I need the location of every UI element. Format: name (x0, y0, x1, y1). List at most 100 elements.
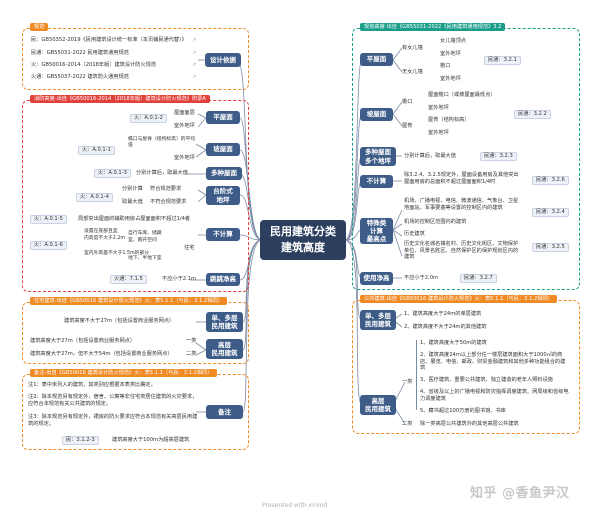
plan-special-item: 机场的控制区范围内的建筑 (404, 219, 467, 225)
plan-slope-item: 屋面檐口（或坡屋面最低点） (428, 92, 496, 98)
fire-flat-item: 室外地坪 (174, 123, 195, 129)
link-icon: ↗ (192, 50, 197, 56)
fire-height-item: 不应小于2.1m (162, 276, 197, 282)
spec-item-3: 火：GB50016-2014（2018年版）建筑设计防火规范 (31, 62, 156, 68)
fire-notcount-item: 设置在底部且室 (84, 229, 118, 234)
residential-low-node[interactable]: 单、多层 民用建筑 (206, 312, 243, 332)
plan-slope-item: 室外地坪 (428, 105, 449, 111)
residential-high-node[interactable]: 高层 民用建筑 (206, 339, 243, 359)
residential-high-item: 建筑高度大于27m，但不大于54m（包括设置商业服务网点） (30, 351, 173, 357)
public-group-tag: 公共建筑-出自《GB50016 建筑设计防火规范》火：表5.1.1（与民：3.1… (360, 295, 557, 303)
fire-flat-node[interactable]: 平屋面 (206, 111, 240, 124)
fire-notcount-item: 住宅 (184, 245, 195, 251)
plan-slope-item: 屋脊（结构标高） (428, 117, 470, 123)
plan-notcount-node[interactable]: 不计算 (360, 175, 393, 188)
plan-slope-item: 屋脊 (402, 123, 413, 129)
fire-terrace-ref: 火：A.0.1-4 (76, 193, 113, 203)
central-topic[interactable]: 民用建筑分类 建筑高度 (260, 220, 346, 260)
plan-flat-node[interactable]: 平屋面 (360, 53, 393, 66)
spec-node[interactable]: 设计依据 (205, 53, 241, 67)
public-high-node[interactable]: 高层 民用建筑 (360, 395, 396, 415)
link-icon: ↗ (192, 37, 197, 43)
plan-flat-item: 檐口 (440, 63, 451, 69)
link-icon: ↗ (192, 74, 197, 80)
plan-special-item: 机场、广播电视、电信、微波通信、气象台、卫星地面站、军事要塞等设置的控制区内的建… (404, 198, 519, 211)
notes-ref-item: 建筑高度大于100m为超高层建筑 (112, 437, 190, 443)
notes-group-tag: 备注-出自《GB50016 建筑设计防火规范》火：表5.1.1（与民：3.1.2… (30, 369, 217, 377)
plan-flat-item: 有女儿墙 (402, 45, 423, 51)
plan-slope-item: 室外地坪 (428, 130, 449, 136)
note-1: 注1：表中未列入的建筑，其类别应根据本表类比确定。 (28, 382, 156, 388)
public-high-item: 2、建筑高度24m以上部分任一楼层建筑面积大于1000㎡的商店、展览、电信、邮政… (420, 352, 566, 372)
central-title-line1: 民用建筑分类 (270, 225, 336, 239)
plan-slope-node[interactable]: 坡屋面 (360, 108, 393, 121)
fire-terrace-node[interactable]: 台阶式 地坪 (206, 186, 240, 205)
fire-terrace-item: 不符合规范要求 (150, 199, 187, 205)
public-class-1: 一类 (402, 379, 413, 385)
note-2: 注2：除本规范另有规定外，宿舍、公寓等非住宅类居住建筑的火灾要求，应符合本规范有… (28, 394, 198, 407)
fire-notcount-node[interactable]: 不计算 (206, 228, 240, 241)
plan-special-item: 历史文化名城名镇名村、历史文化街区、文物保护单位、风景名胜区、自然保护区的保护规… (404, 241, 519, 261)
public-high-item: 1、建筑高度大于50m的建筑 (420, 340, 487, 346)
plan-multi-ref: 民通：3.2.3 (480, 152, 517, 162)
plan-special-item: 历史建筑 (404, 231, 425, 237)
fire-flat-item: 屋面面层 (174, 110, 195, 116)
fire-notcount-item: 室、敞开空间 (128, 238, 157, 243)
plan-multi-item: 分别计算后，取最大值 (404, 153, 456, 159)
fire-height-node[interactable]: 跳跳净高 (206, 273, 240, 286)
brace-line (416, 340, 417, 410)
fire-multi-ref: 火：A.0.1-3 (94, 169, 131, 179)
plan-special-ref1: 民通：3.2.4 (532, 208, 569, 218)
spec-group-tag: 规范 (30, 23, 49, 31)
plan-usage-item: 不应小于2.0m (404, 275, 439, 281)
plan-flat-item: 女儿墙顶点 (440, 38, 466, 44)
note-3: 注3：除本规范另有规定外，裙房的防火要求应符合本规范有关高层民用建筑的规定。 (28, 414, 198, 427)
fire-slope-node[interactable]: 坡屋面 (206, 143, 240, 156)
plan-usage-node[interactable]: 使用净高 (360, 272, 393, 285)
plan-slope-item: 檐口 (402, 99, 413, 105)
plan-special-ref2: 民通：3.2.5 (532, 243, 569, 253)
fire-slope-ref: 火：A.0.1-1 (78, 146, 115, 156)
footer-credit: Presented with xmind (262, 502, 328, 509)
fire-multi-node[interactable]: 多种屋面 (206, 167, 242, 180)
plan-multi-node[interactable]: 多种屋面 多个地坪 (360, 147, 396, 166)
public-low-item: 1、建筑高度大于24m的单层建筑 (404, 311, 482, 317)
plan-special-node[interactable]: 特殊类 计算 最高点 (360, 218, 393, 244)
public-high-item: 5、藏书超过100万册的图书馆、书库 (420, 408, 506, 414)
residential-class-2: 二类 (186, 351, 197, 357)
fire-notcount-ref2: 火：A.0.1-6 (30, 241, 67, 251)
public-class-2: 二类 (402, 421, 413, 427)
public-low-item: 2、建筑高度不大于24m的其他建筑 (404, 324, 487, 330)
public-low-node[interactable]: 单、多层 民用建筑 (360, 310, 396, 330)
fire-notcount-item: 内高度不大于2.2m (84, 236, 126, 241)
plan-flat-item: 室外地坪 (440, 51, 461, 57)
fire-notcount-item: 室内外高差不大于1.5m的部分 (84, 251, 150, 256)
fire-slope-item: 室外地坪 (174, 155, 195, 161)
fire-slope-item: 檐口与屋脊（结构标高）的平均值 (128, 137, 196, 148)
plan-group-tag: 规划高度-出自《GB55031-2022《民用建筑通用规范》3.2 (360, 23, 506, 31)
public-high-item: 3、医疗建筑、重要公共建筑、独立建造的老年人照料设施 (420, 377, 553, 383)
spec-item-2: 民通：GB55031-2022 民用建筑通用规范 (31, 50, 129, 56)
plan-slope-ref: 民通：3.2.2 (514, 110, 551, 120)
fire-terrace-item: 符合规范要求 (150, 186, 182, 192)
fire-group-tag: 消防高度-出自《GB50016-2014（2018年版）建筑设计防火规范》附录A (30, 95, 210, 103)
fire-notcount-ref1: 火：A.0.1-5 (30, 215, 67, 225)
notes-node[interactable]: 备注 (206, 405, 243, 419)
residential-low-item: 建筑高度不大于27m（包括设置商业服务网点） (64, 318, 175, 324)
public-high-item: 除一类高层公共建筑外的其他高层公共建筑 (420, 421, 519, 427)
spec-group (22, 28, 249, 90)
plan-flat-item: 无女儿墙 (402, 69, 423, 75)
link-icon: ↗ (192, 62, 197, 68)
fire-terrace-item: 分别计算 (122, 186, 143, 192)
plan-flat-item: 室外地坪 (440, 76, 461, 82)
fire-notcount-item: 地下、半地下室 (128, 256, 162, 261)
spec-item-4: 火通：GB55037-2022 建筑防火通用规范 (31, 74, 129, 80)
notes-ref: 民：3.1.2-3 (62, 436, 99, 446)
residential-group-tag: 住宅建筑-出自《GB50016 建筑设计防火规范》火：表5.1.1（与民：3.1… (30, 297, 227, 305)
public-high-item: 4、省级及以上的广播电视和防灾指挥调度建筑、网局级和省级电力调度建筑 (420, 389, 569, 402)
fire-flat-ref: 火：A.0.1-2 (130, 114, 167, 124)
spec-item-1: 民：GB50352-2019《民用建筑设计统一标准（本页辅民通代替）》 (31, 37, 187, 43)
fire-notcount-item: 局部突出屋面的辅助用房占屋面面积不超过1/4者 (78, 216, 191, 222)
central-title-line2: 建筑高度 (281, 241, 325, 254)
fire-terrace-item: 取最大值 (122, 199, 143, 205)
